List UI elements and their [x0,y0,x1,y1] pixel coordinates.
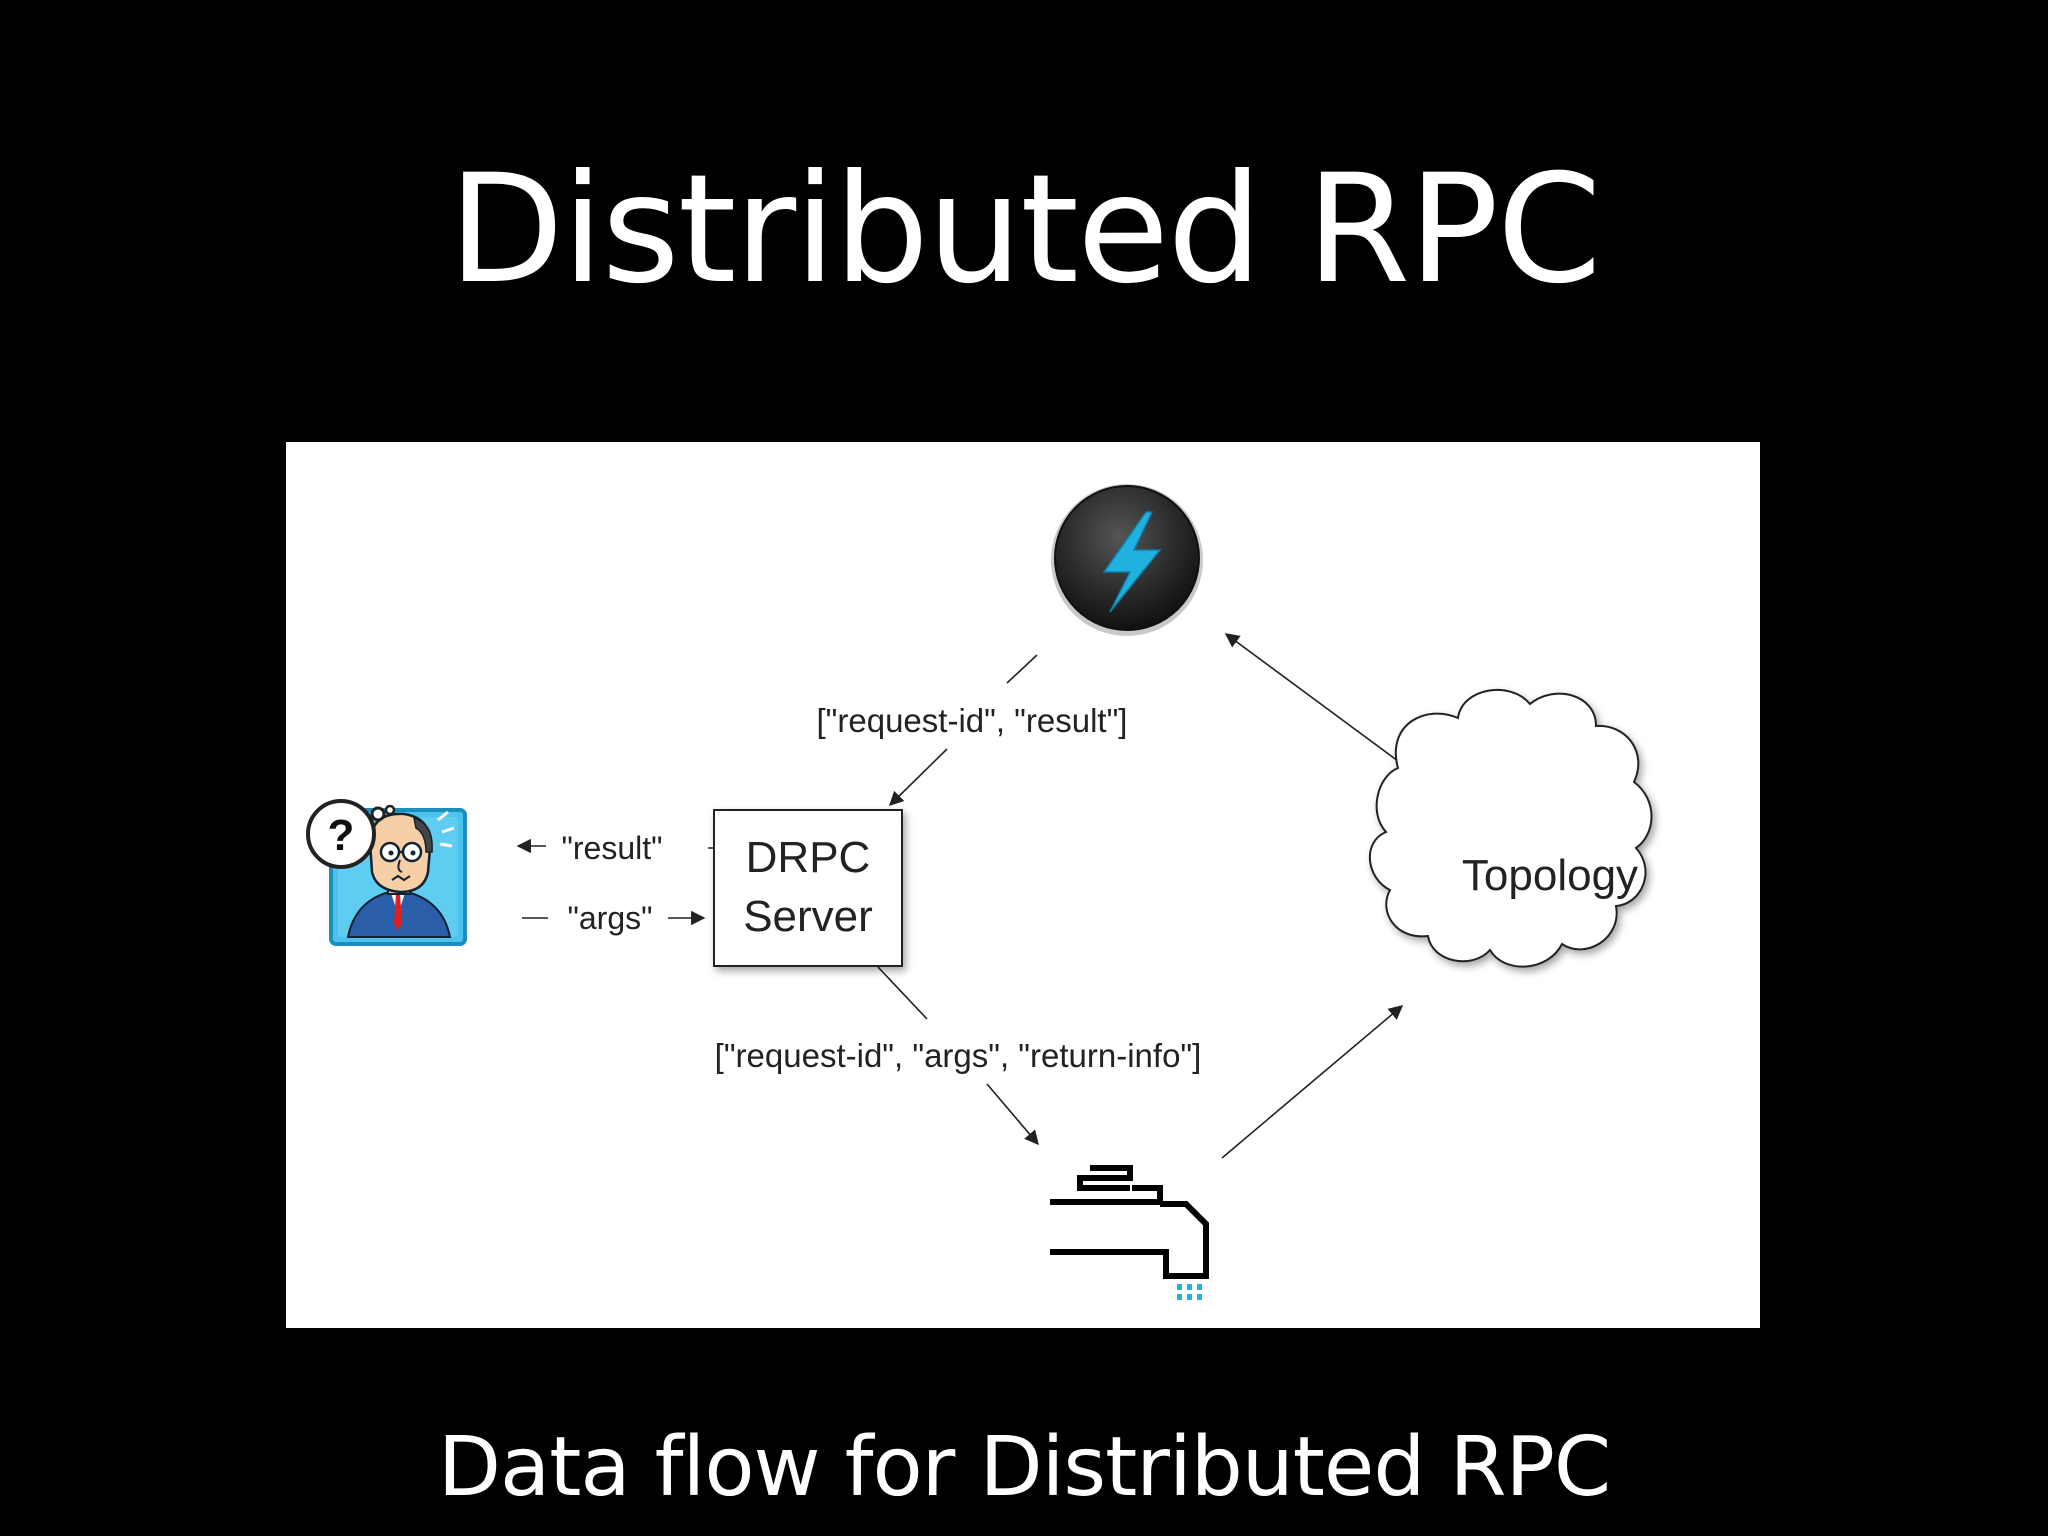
spout-node [1050,1165,1209,1300]
question-bubble: ? [306,799,396,869]
edge-spout-to-topology [1221,1005,1404,1159]
client-node: ? [306,799,467,946]
drpc-server-label-line1: DRPC [746,833,871,882]
question-mark: ? [328,811,355,860]
drpc-server-node: DRPC Server [713,809,903,967]
topology-label: Topology [1462,851,1638,900]
edge-label-server-to-client: "result" [562,830,663,866]
lightning-bolt-icon [1051,484,1203,636]
edge-label-server-to-spout: ["request-id", "args", "return-info"] [715,1037,1202,1074]
drpc-server-label-line2: Server [743,892,873,941]
edge-server-to-spout-lower [986,1083,1039,1146]
edge-topology-to-bolt [1224,633,1403,765]
edge-label-client-to-server: "args" [568,900,653,936]
drpc-dataflow-diagram: ["request-id", "args", "return-info"] ["… [306,484,1653,1300]
slide-title: Distributed RPC [448,143,1601,317]
edge-bolt-to-server-upper [1006,654,1038,684]
topology-cloud-shape [1369,689,1653,968]
slide-caption: Data flow for Distributed RPC [437,1420,1611,1515]
lightning-bolt-node [1051,484,1203,636]
edge-bolt-to-server-lower [888,748,948,807]
water-drops [1177,1284,1202,1300]
diagram-panel: ["request-id", "args", "return-info"] ["… [286,442,1760,1328]
faucet-spout-icon [1050,1165,1209,1300]
edge-label-bolt-to-server: ["request-id", "result"] [817,702,1128,739]
topology-node: Topology [1369,689,1653,968]
edge-server-to-spout-upper [877,966,928,1020]
